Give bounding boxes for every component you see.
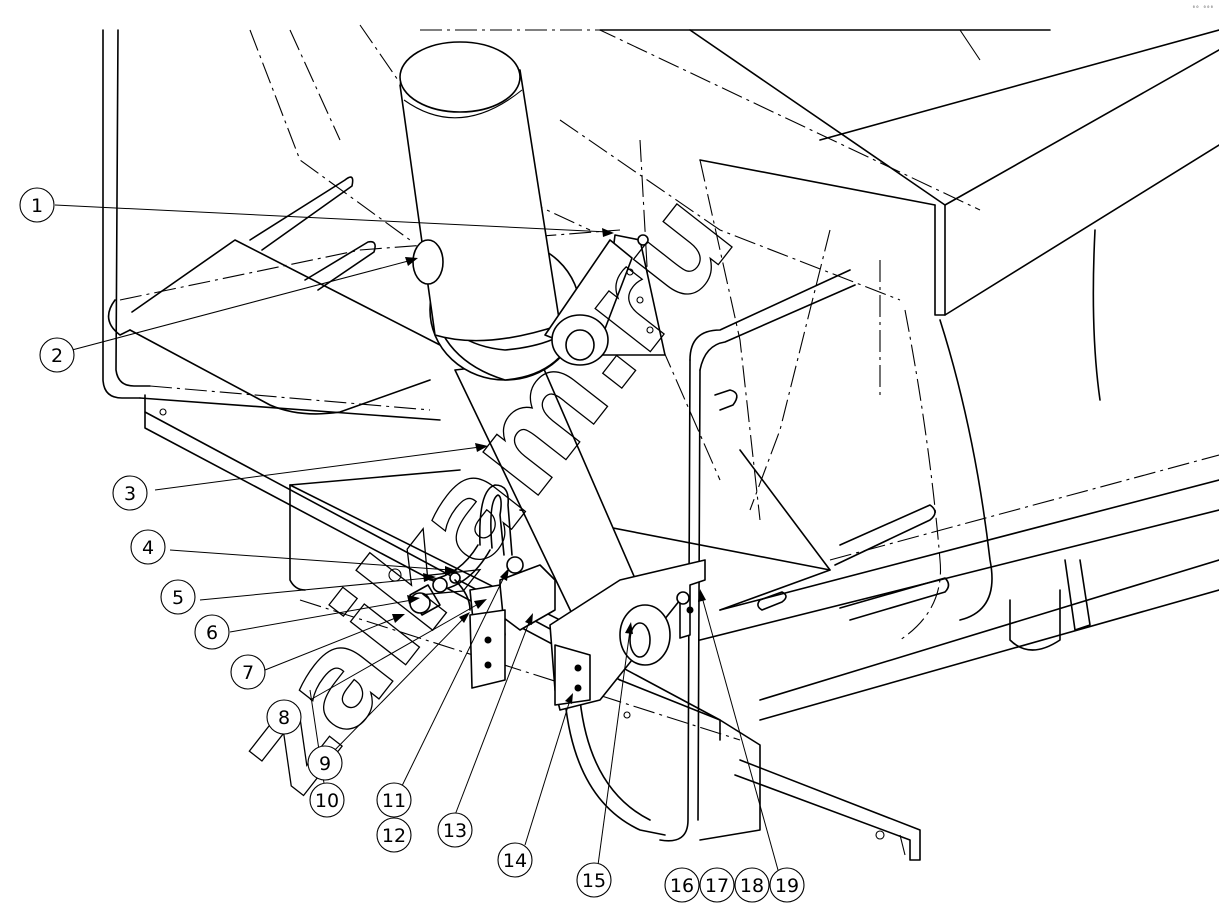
callout-label: 1 (31, 195, 43, 217)
callout-label: 16 (670, 875, 694, 897)
callout-10: 10 (309, 782, 345, 818)
callout-18: 18 (734, 867, 770, 903)
callout-17: 17 (699, 867, 735, 903)
callout-circle (194, 614, 230, 650)
callout-circle (160, 579, 196, 615)
callout-14: 14 (497, 842, 533, 878)
callout-circle (19, 187, 55, 223)
handle-bar (564, 269, 856, 842)
callout-label: 18 (740, 875, 764, 897)
callout-circle (437, 812, 473, 848)
callout-circle (309, 782, 345, 818)
callout-label: 13 (443, 820, 467, 842)
callout-3: 3 (112, 475, 148, 511)
hydraulic-cylinder (399, 41, 641, 621)
callout-circle (497, 842, 533, 878)
callout-label: 9 (319, 753, 331, 775)
callout-circle (664, 867, 700, 903)
upper-mount-bracket (544, 234, 666, 366)
callout-label: 11 (382, 790, 406, 812)
callout-label: 17 (705, 875, 729, 897)
callout-9: 9 (307, 745, 343, 781)
callout-13: 13 (437, 812, 473, 848)
callout-label: 5 (172, 587, 184, 609)
callout-11: 11 (376, 782, 412, 818)
callout-label: 4 (142, 537, 154, 559)
callout-4: 4 (130, 529, 166, 565)
callout-label: 2 (51, 345, 63, 367)
callout-7: 7 (230, 654, 266, 690)
callout-circle (376, 782, 412, 818)
callout-2: 2 (39, 337, 75, 373)
callout-5: 5 (160, 579, 196, 615)
callout-label: 3 (124, 483, 136, 505)
callout-circle (307, 745, 343, 781)
callout-circle (112, 475, 148, 511)
callout-circle (769, 867, 805, 903)
callout-circle (699, 867, 735, 903)
callout-15: 15 (576, 862, 612, 898)
callout-circle (376, 817, 412, 853)
callout-label: 15 (582, 870, 606, 892)
callout-label: 8 (278, 707, 290, 729)
callout-circle (734, 867, 770, 903)
callout-label: 12 (382, 825, 406, 847)
callout-1: 1 (19, 187, 55, 223)
callout-6: 6 (194, 614, 230, 650)
callout-circle (39, 337, 75, 373)
callout-label: 6 (206, 622, 218, 644)
callout-12: 12 (376, 817, 412, 853)
callout-circle (230, 654, 266, 690)
callout-circle (576, 862, 612, 898)
callout-16: 16 (664, 867, 700, 903)
lower-pivot-bracket (549, 559, 706, 711)
callout-label: 10 (315, 790, 339, 812)
callout-label: 19 (775, 875, 799, 897)
corner-mark: ⁰⁰ ⁰⁰⁰ (1192, 5, 1214, 12)
callout-label: 14 (503, 850, 527, 872)
callout-label: 7 (242, 662, 254, 684)
callout-circle (130, 529, 166, 565)
leader-lines (54, 204, 779, 871)
callout-8: 8 (266, 699, 302, 735)
valve-block-assembly (409, 484, 556, 689)
callout-19: 19 (769, 867, 805, 903)
callout-circle (266, 699, 302, 735)
